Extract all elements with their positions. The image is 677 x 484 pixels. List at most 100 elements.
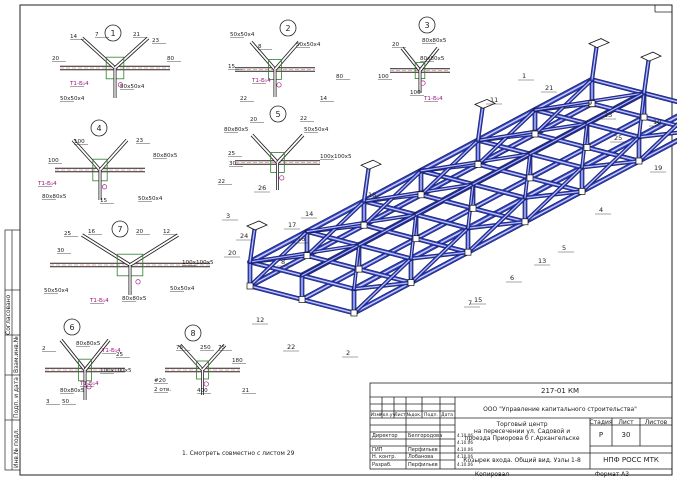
node-callout: 23 bbox=[136, 138, 144, 144]
member-callout: 12 bbox=[256, 316, 264, 324]
node-callout: 21 bbox=[242, 388, 250, 394]
node-number: 7 bbox=[117, 225, 122, 234]
member-callout: 25 bbox=[614, 134, 622, 142]
node-callout: 75 bbox=[176, 345, 184, 351]
node-callout: 30 bbox=[229, 161, 237, 167]
node-callout: Т1-Б₁4 bbox=[101, 348, 121, 354]
member-callout: 3 bbox=[226, 212, 230, 220]
row-role: Директор bbox=[372, 433, 398, 439]
node-gusset bbox=[521, 218, 529, 226]
node-callout: 80x80x5 bbox=[422, 38, 447, 44]
node-number: 4 bbox=[96, 124, 101, 133]
node-gusset bbox=[298, 296, 306, 303]
format-label: Формат А3 bbox=[595, 471, 629, 478]
member-callout: 2 bbox=[346, 349, 350, 357]
node-number-circle bbox=[269, 105, 287, 123]
node-callout: 50x50x4 bbox=[170, 286, 195, 292]
weld-marker bbox=[203, 381, 209, 387]
side-inv-no-vz: Взам.инв.№ bbox=[13, 336, 20, 373]
node-gusset bbox=[303, 252, 311, 259]
col-header: Кол.уч. bbox=[379, 412, 396, 418]
node-callout: 50x50x4 bbox=[120, 84, 145, 90]
node-callout: 80x80x5 bbox=[224, 127, 249, 133]
node-number: 6 bbox=[69, 323, 74, 332]
weld-marker bbox=[117, 82, 124, 88]
col-header: Дата bbox=[441, 412, 453, 418]
row-date: 4.10.06 bbox=[457, 433, 473, 438]
weld-marker bbox=[86, 384, 92, 390]
member-callout: 17 bbox=[288, 221, 296, 229]
member-callout: 6 bbox=[510, 274, 514, 282]
node-callout: 80 bbox=[336, 74, 344, 80]
node-callout: 100 bbox=[48, 158, 59, 164]
member-callout: 5 bbox=[562, 244, 566, 252]
weld-marker bbox=[420, 80, 426, 86]
node-number-circle bbox=[279, 19, 297, 37]
post-cap-plate bbox=[360, 159, 382, 170]
member-callout: 18 bbox=[368, 191, 376, 199]
node-callout: 25 bbox=[64, 231, 72, 237]
hdr-sheets: Листов bbox=[645, 419, 668, 426]
node-callout: 80x80x5 bbox=[42, 194, 67, 200]
member-callout: 22 bbox=[287, 343, 295, 351]
node-callout: 21 bbox=[133, 32, 141, 38]
member-callout: 4 bbox=[599, 206, 603, 214]
node-callout: 15 bbox=[228, 64, 236, 70]
node-number: 1 bbox=[110, 29, 115, 38]
node-callout: 80x80x5 bbox=[76, 341, 101, 347]
node-callout: 180 bbox=[232, 358, 243, 364]
project-line-2: на пересечении ул. Садовой и bbox=[474, 428, 570, 435]
member-callout: 24 bbox=[240, 232, 248, 240]
weld-marker bbox=[135, 279, 141, 285]
node-gusset bbox=[588, 100, 596, 107]
row-name: Лобанова bbox=[408, 454, 433, 460]
node-callout: 100x100x5 bbox=[182, 260, 214, 266]
node-callout: 80x80x5 bbox=[420, 56, 445, 62]
hdr-sheet: Лист bbox=[618, 419, 634, 426]
node-number: 3 bbox=[424, 21, 429, 30]
node-gusset bbox=[469, 204, 477, 212]
node-gusset bbox=[464, 248, 472, 256]
node-callout: Т1-Б₁4 bbox=[423, 96, 443, 102]
row-role: Н. контр. bbox=[372, 454, 396, 460]
isometric-view: 3242612111259231910284567121314151617182… bbox=[222, 38, 677, 358]
node-gusset bbox=[355, 265, 363, 273]
hdr-stage: Стадия bbox=[589, 419, 612, 426]
title-block bbox=[369, 382, 673, 470]
row-name: Белгородова bbox=[408, 433, 442, 439]
node-callout: 3 bbox=[46, 399, 50, 405]
member-callout: 13 bbox=[538, 257, 546, 265]
member-callout: 8 bbox=[281, 258, 285, 266]
node-callout: 50x50x4 bbox=[60, 96, 85, 102]
node-callout: 20 bbox=[250, 117, 258, 123]
node-gusset bbox=[640, 113, 648, 121]
node-callout: 20 bbox=[392, 42, 400, 48]
member-callout: 16 bbox=[297, 235, 305, 243]
node-callout: 400 bbox=[197, 388, 208, 394]
member-callout: 15 bbox=[474, 296, 482, 304]
node-number-circle bbox=[184, 324, 202, 342]
node-gusset bbox=[407, 279, 415, 286]
side-inv-no-orig: Инв.№ подл. bbox=[13, 428, 20, 468]
node-callout: 100x100x5 bbox=[320, 154, 352, 160]
node-number: 5 bbox=[275, 110, 280, 119]
node-callout: 75 bbox=[218, 345, 226, 351]
node-callout: 80x80x5 bbox=[122, 296, 147, 302]
member-callout: 1 bbox=[522, 72, 526, 80]
node-callout: 22 bbox=[240, 96, 247, 102]
node-callout: 80 bbox=[167, 56, 175, 62]
node-callout: 7 bbox=[95, 32, 99, 38]
node-number: 2 bbox=[285, 24, 290, 33]
row-date: 4.10.06 bbox=[457, 462, 473, 467]
node-callout: 100 bbox=[410, 90, 421, 96]
node-callout: 50x50x4 bbox=[44, 288, 69, 294]
weld-marker bbox=[101, 184, 108, 190]
member-callout: 14 bbox=[305, 210, 313, 218]
row-name: Перфильев bbox=[408, 447, 438, 453]
node-callout: Т1-Б₁4 bbox=[69, 81, 89, 87]
row-name: Перфильев bbox=[408, 462, 438, 468]
